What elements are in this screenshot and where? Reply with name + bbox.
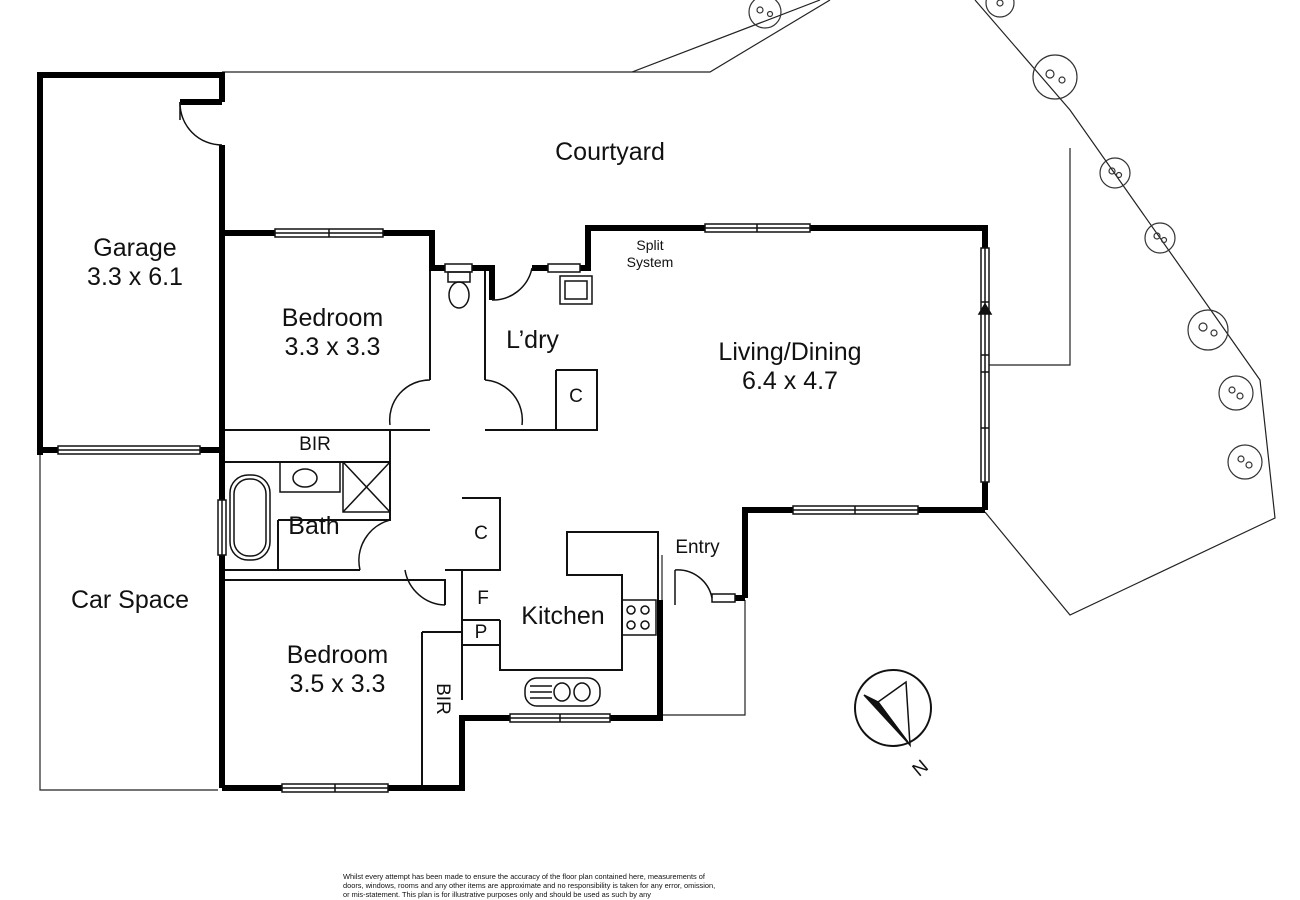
kitchen-cupboard-label: C [474,523,488,544]
tree-icon [1099,157,1131,189]
tree-icon [1032,54,1078,100]
kitchen-label: Kitchen [521,602,605,630]
exterior-walls [37,72,988,791]
disclaimer-text: Whilst every attempt has been made to en… [343,872,716,899]
internal-walls [222,268,659,785]
bedroom1-size: 3.3 x 3.3 [284,332,381,361]
garage-name: Garage [93,234,177,262]
kitchen-sink-icon [524,677,601,707]
compass-icon [854,669,932,748]
living-name: Living/Dining [718,338,862,366]
split-system-line1: Split [636,237,664,253]
cooktop-icon [621,599,657,636]
laundry-tub-icon [559,275,593,305]
fixtures [229,271,993,707]
living-size: 6.4 x 4.7 [742,366,838,395]
laundry-cupboard-label: C [569,386,583,407]
tree-icon [985,0,1015,18]
bathtub-icon [229,474,271,561]
car-space-label: Car Space [70,586,190,614]
trees [748,0,1263,480]
tree-icon [748,0,782,29]
living-label: Living/Dining 6.4 x 4.7 [690,338,890,396]
bedroom1-name: Bedroom [281,304,384,332]
tree-icon [1218,375,1254,411]
arrow-icon [977,302,993,315]
bedroom2-label: Bedroom 3.5 x 3.3 [255,641,420,699]
fridge-label: F [477,588,489,609]
pantry-label: P [474,622,488,643]
shower-icon [342,461,391,513]
laundry-label: L’dry [506,326,559,354]
tree-icon [1187,309,1229,351]
bedroom2-name: Bedroom [286,641,389,669]
doors [179,101,713,606]
entry-label: Entry [675,537,720,558]
bedroom2-size: 3.5 x 3.3 [289,669,386,698]
tree-icon [1144,222,1176,254]
courtyard-label: Courtyard [555,138,665,166]
vanity-basin-icon [279,461,341,493]
bir1-label: BIR [299,434,331,455]
garage-size: 3.3 x 6.1 [87,262,183,291]
split-system-label: Split System [612,237,688,271]
toilet-icon [447,271,471,309]
bir2-label: BIR [431,683,453,715]
garage-label: Garage 3.3 x 6.1 [60,234,210,292]
tree-icon [1227,444,1263,480]
split-system-line2: System [626,254,674,270]
windows [57,223,990,793]
bedroom1-label: Bedroom 3.3 x 3.3 [250,304,415,362]
bath-label: Bath [288,512,340,540]
